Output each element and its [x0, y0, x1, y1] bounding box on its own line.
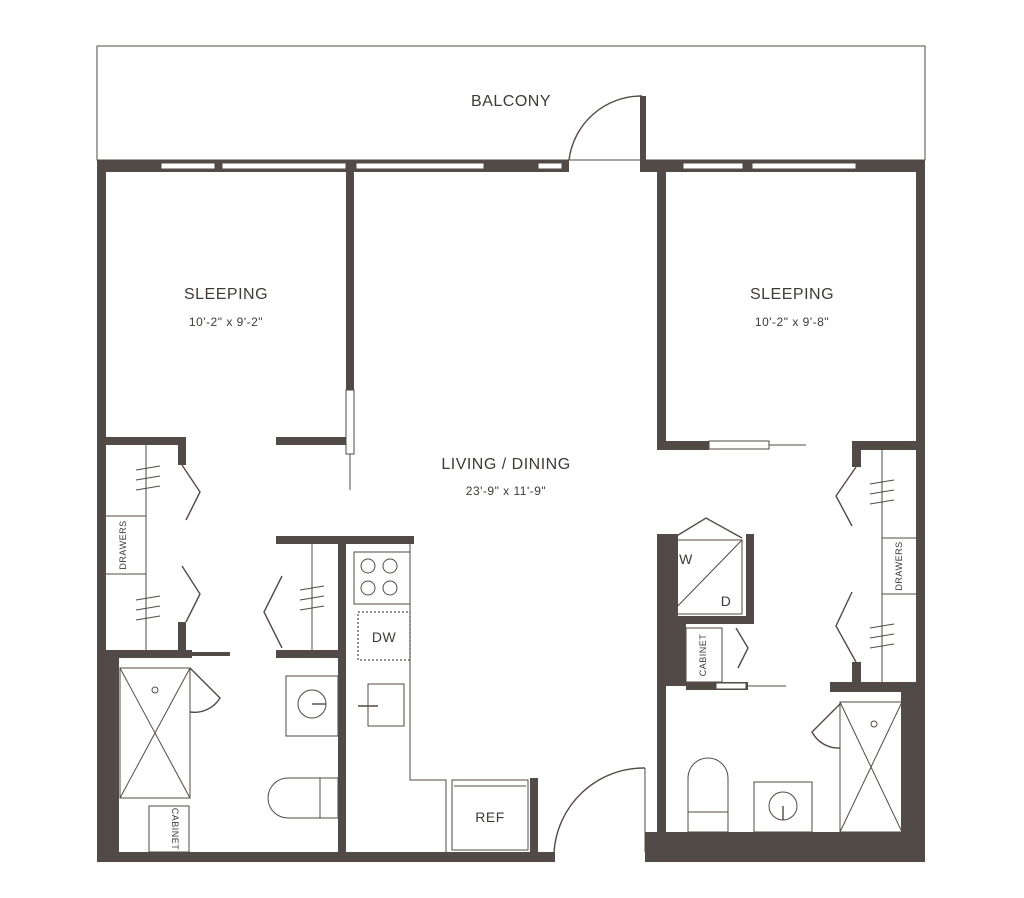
closet-right-door-top[interactable]: [835, 466, 857, 527]
washer-dryer[interactable]: [669, 539, 743, 615]
dishwasher-label: DW: [372, 629, 397, 645]
closet-left-door-top[interactable]: [181, 464, 201, 521]
shower-right-door[interactable]: [811, 703, 841, 749]
closet-right: DRAWERS: [830, 441, 922, 692]
bedroom-right-label: SLEEPING: [750, 286, 834, 303]
laundry: W D: [657, 517, 754, 832]
hall-closet-door[interactable]: [263, 575, 283, 649]
bath-right: CABINET: [666, 624, 903, 833]
shower-left-door[interactable]: [189, 667, 221, 714]
hall-closet: [263, 536, 414, 852]
closet-right-drawers-label: DRAWERS: [894, 541, 904, 590]
bath-left: CABINET: [119, 652, 339, 853]
refrigerator-label: REF: [475, 809, 505, 825]
closet-right-door-bottom[interactable]: [835, 591, 857, 663]
balcony: BALCONY: [96, 45, 926, 161]
washer-label: W: [679, 551, 693, 567]
bath-right-cabinet-label: CABINET: [698, 634, 708, 677]
windows: [160, 162, 857, 170]
living-label: LIVING / DINING: [441, 456, 570, 473]
bedroom-left-label: SLEEPING: [184, 286, 268, 303]
bedroom-left: SLEEPING 10'-2" x 9'-2": [184, 160, 355, 490]
bedroom-right-dimensions: 10'-2" x 9'-8": [755, 315, 829, 329]
refrigerator[interactable]: [451, 779, 529, 851]
bath-right-cabinet-door[interactable]: [735, 627, 749, 669]
balcony-label: BALCONY: [471, 93, 551, 110]
cooktop: [360, 558, 398, 596]
closet-left-hangers: [135, 465, 161, 621]
living-dimensions: 23'-9" x 11'-9": [466, 484, 546, 498]
bedroom-left-dimensions: 10'-2" x 9'-2": [189, 315, 263, 329]
closet-right-hangers: [869, 479, 895, 649]
kitchen: DW REF: [353, 544, 538, 852]
dryer-label: D: [721, 593, 732, 609]
closet-left-door-bottom[interactable]: [181, 565, 201, 623]
bedroom-right: SLEEPING 10'-2" x 9'-8": [657, 160, 834, 450]
closet-left-drawers-label: DRAWERS: [118, 520, 128, 569]
bath-left-cabinet-label: CABINET: [170, 808, 180, 851]
exterior-walls: [97, 96, 925, 862]
entry-door[interactable]: [553, 767, 646, 853]
living-dining: LIVING / DINING 23'-9" x 11'-9": [441, 456, 570, 498]
closet-left: DRAWERS: [106, 437, 201, 658]
laundry-door[interactable]: [669, 517, 743, 541]
balcony-door[interactable]: [568, 95, 643, 161]
